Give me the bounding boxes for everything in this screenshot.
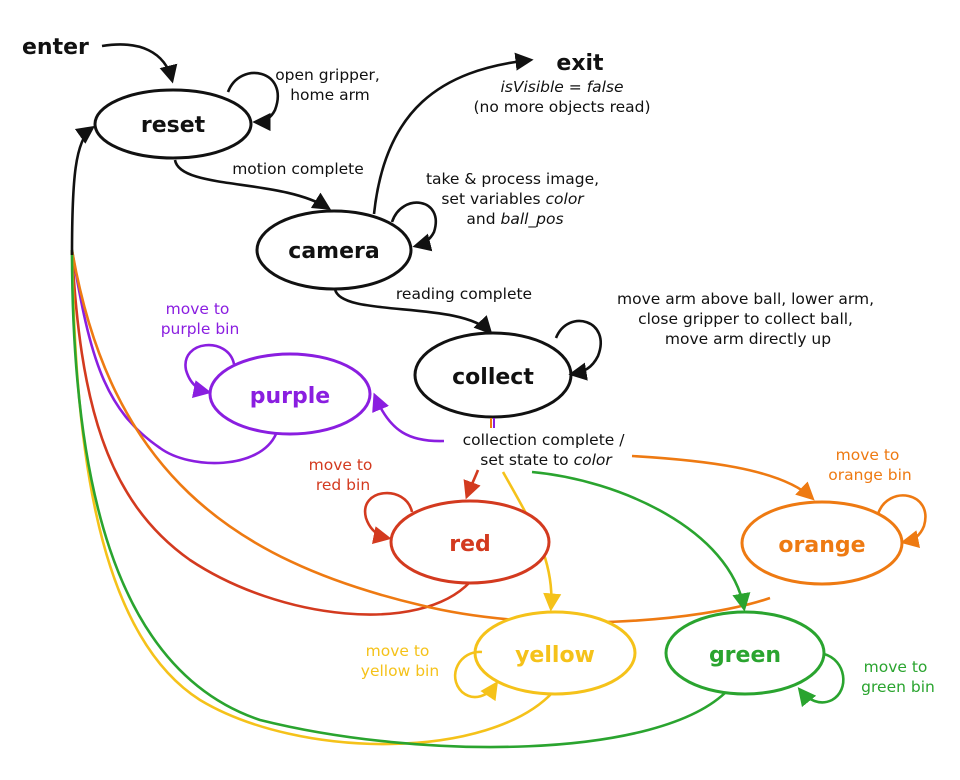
state-purple[interactable]: purple [208, 352, 372, 436]
red-self-note: move to red bin [309, 456, 378, 494]
state-reset-label: reset [141, 113, 206, 138]
reset-self-note: open gripper, home arm [275, 66, 385, 104]
enter-arrow [101, 43, 178, 84]
collect-self-loop [554, 319, 602, 381]
exit-condition: isVisible = false [500, 78, 623, 96]
to-purple-arrow [372, 392, 445, 443]
state-green[interactable]: green [664, 610, 826, 696]
to-red-arrow [463, 469, 481, 500]
return-shared-to-reset [70, 125, 95, 256]
state-camera-label: camera [288, 239, 379, 264]
state-yellow[interactable]: yellow [473, 610, 637, 696]
state-reset[interactable]: reset [93, 88, 253, 160]
camera-to-exit-arrow [372, 52, 534, 215]
exit-note: (no more objects read) [473, 98, 650, 116]
green-self-loop [797, 652, 845, 708]
reset-to-camera-arrow [173, 159, 332, 210]
return-orange-to-reset [70, 249, 771, 624]
to-green-arrow [531, 470, 751, 612]
return-purple-to-reset [70, 249, 278, 465]
purple-self-loop [184, 343, 236, 399]
state-camera[interactable]: camera [255, 209, 413, 291]
exit-label: exit [556, 51, 604, 76]
red-self-loop [363, 491, 414, 545]
state-red-label: red [449, 532, 491, 557]
reset-to-camera-note: motion complete [232, 160, 364, 178]
camera-to-collect-arrow [333, 288, 493, 335]
enter-label: enter [22, 35, 89, 60]
to-orange-arrow [631, 454, 815, 501]
orange-self-note: move to orange bin [828, 446, 911, 484]
state-yellow-label: yellow [515, 643, 595, 668]
camera-self-note: take & process image, set variables colo… [426, 170, 604, 229]
orange-self-loop [876, 494, 927, 549]
state-collect-label: collect [452, 365, 534, 390]
collect-self-note: move arm above ball, lower arm, close gr… [617, 290, 879, 348]
green-self-note: move to green bin [861, 658, 935, 696]
state-green-label: green [709, 643, 781, 668]
yellow-self-note: move to yellow bin [361, 642, 439, 680]
collect-out-note: collection complete / set state to color [463, 431, 630, 469]
camera-self-loop [390, 201, 438, 252]
reset-self-loop [226, 71, 279, 132]
state-red[interactable]: red [389, 499, 551, 585]
return-green-to-reset [70, 249, 729, 749]
yellow-self-loop [453, 650, 499, 702]
state-orange[interactable]: orange [740, 500, 904, 586]
state-orange-label: orange [778, 533, 865, 558]
return-red-to-reset [70, 249, 471, 616]
camera-to-collect-note: reading complete [396, 285, 532, 303]
purple-self-note: move to purple bin [161, 300, 240, 338]
return-arrows [70, 125, 771, 749]
state-purple-label: purple [250, 384, 330, 409]
state-collect[interactable]: collect [413, 331, 573, 419]
